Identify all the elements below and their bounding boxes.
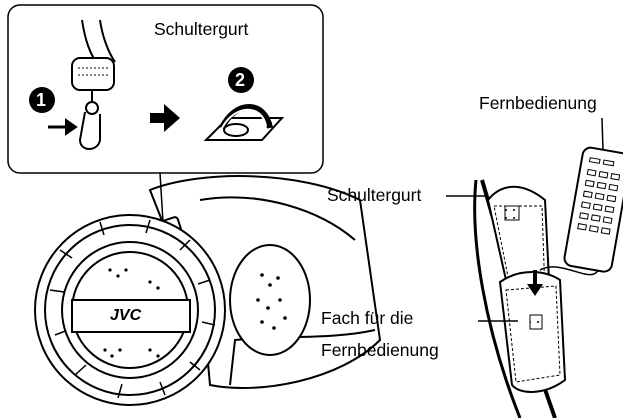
shoulder-strap <box>473 179 567 418</box>
remote-pocket-label-line2: Fernbedienung <box>321 340 439 360</box>
loop-attach-illustration <box>203 104 285 141</box>
remote-pocket-label-line1: Fach für die <box>321 308 414 328</box>
remote-cord <box>539 266 599 276</box>
remote-control-label: Fernbedienung <box>479 93 597 113</box>
camcorder <box>34 175 382 406</box>
remote-pointer <box>601 117 604 151</box>
strap-clip-illustration <box>48 19 116 150</box>
insert-arrow-icon <box>527 270 543 296</box>
camera-brand-logo: JVC <box>110 307 142 324</box>
step-1-badge <box>29 87 55 113</box>
step-1-number: 1 <box>36 90 47 110</box>
callout-pointer <box>159 172 164 223</box>
step-2-number: 2 <box>235 70 246 90</box>
shoulder-strap-label-right: Schultergurt <box>327 185 422 205</box>
remote-control <box>563 146 623 273</box>
step-arrow-icon <box>150 104 180 132</box>
step-2-badge <box>228 67 254 93</box>
shoulder-strap-label-callout: Schultergurt <box>154 19 249 39</box>
